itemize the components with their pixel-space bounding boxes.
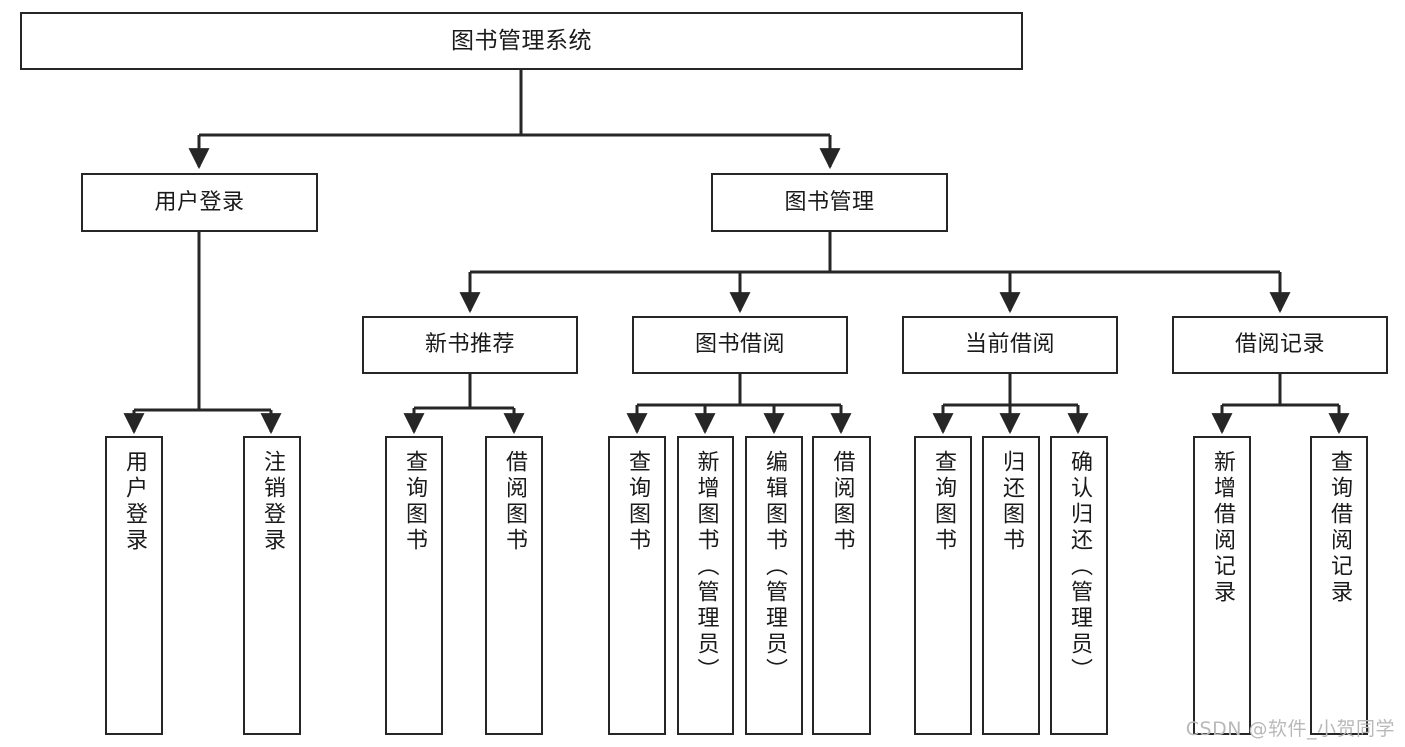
node-leaf-query-book-current[interactable]: 查询图书 [914, 436, 972, 735]
node-leaf-add-borrow-record[interactable]: 新增借阅记录 [1193, 436, 1251, 735]
node-label: 图书借阅 [694, 332, 785, 358]
watermark-text: CSDN @软件_小贺同学 [1185, 718, 1395, 740]
node-label: 借阅图书 [502, 450, 527, 554]
node-new-book-recommend[interactable]: 新书推荐 [362, 316, 578, 374]
node-borrow-record[interactable]: 借阅记录 [1172, 316, 1388, 374]
node-leaf-user-login[interactable]: 用户登录 [105, 436, 163, 735]
node-leaf-borrow-book-recommend[interactable]: 借阅图书 [485, 436, 543, 735]
node-book-management[interactable]: 图书管理 [711, 173, 948, 232]
node-label: 查询图书 [402, 450, 427, 554]
node-label: 借阅图书 [829, 450, 855, 554]
node-label: 借阅记录 [1234, 332, 1325, 358]
node-leaf-edit-book-admin[interactable]: 编辑图书（管理员） [745, 436, 803, 735]
node-leaf-return-book[interactable]: 归还图书 [982, 436, 1040, 735]
node-label: 编辑图书（管理员） [762, 450, 787, 684]
node-leaf-logout[interactable]: 注销登录 [243, 436, 301, 735]
node-label: 图书管理系统 [451, 27, 592, 54]
node-leaf-add-book-admin[interactable]: 新增图书（管理员） [677, 436, 734, 735]
node-current-borrow[interactable]: 当前借阅 [902, 316, 1118, 374]
node-leaf-confirm-return-admin[interactable]: 确认归还（管理员） [1050, 436, 1108, 735]
node-label: 当前借阅 [964, 332, 1055, 358]
node-leaf-query-book-recommend[interactable]: 查询图书 [385, 436, 443, 735]
node-leaf-query-book-borrow[interactable]: 查询图书 [608, 436, 666, 735]
node-leaf-query-borrow-record[interactable]: 查询借阅记录 [1310, 436, 1368, 735]
node-user-login[interactable]: 用户登录 [81, 173, 318, 232]
node-label: 图书管理 [784, 189, 875, 215]
node-label: 查询图书 [625, 450, 650, 554]
node-leaf-borrow-book[interactable]: 借阅图书 [812, 436, 871, 735]
node-label: 新增图书（管理员） [693, 450, 719, 684]
node-label: 注销登录 [260, 450, 285, 554]
node-label: 查询图书 [931, 450, 956, 554]
node-label: 新书推荐 [424, 332, 515, 358]
node-label: 查询借阅记录 [1327, 450, 1352, 606]
node-label: 用户登录 [154, 189, 245, 215]
node-book-borrow[interactable]: 图书借阅 [632, 316, 848, 374]
node-label: 确认归还（管理员） [1067, 450, 1092, 684]
node-label: 归还图书 [999, 450, 1024, 554]
node-label: 新增借阅记录 [1210, 450, 1235, 606]
node-label: 用户登录 [122, 450, 147, 554]
node-root-book-management-system[interactable]: 图书管理系统 [20, 12, 1023, 70]
